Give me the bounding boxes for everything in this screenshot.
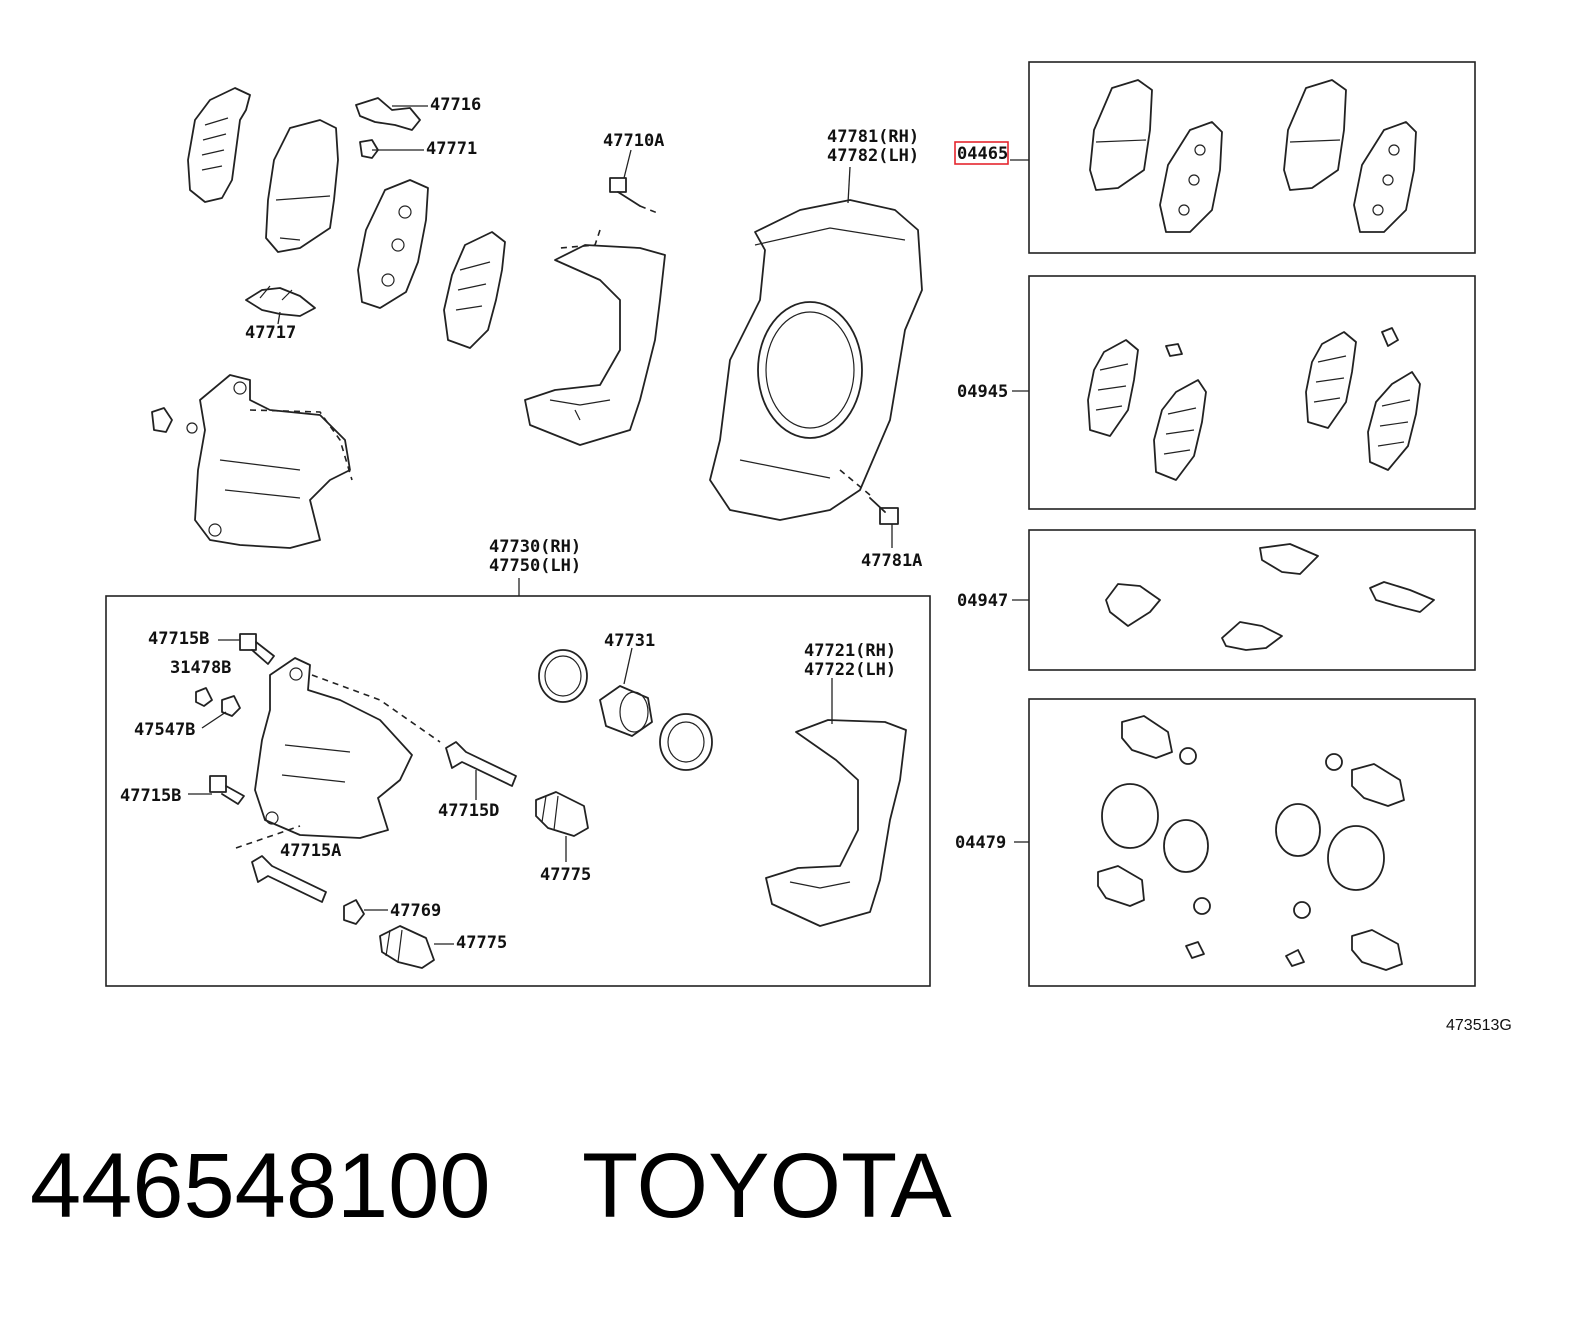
label-47769: 47769 bbox=[390, 901, 441, 921]
kit-bushing-2 bbox=[1193, 897, 1211, 915]
kit-bushing-1 bbox=[1179, 747, 1197, 765]
brake-pad-inner bbox=[357, 179, 429, 309]
label-47715B-bottom: 47715B bbox=[120, 786, 181, 806]
bolt-47710A bbox=[609, 149, 641, 207]
boot-47775-mid bbox=[535, 791, 589, 862]
label-47775-bottom: 47775 bbox=[456, 933, 507, 953]
caliper-bleeder-cap bbox=[151, 407, 198, 434]
label-47750-lh: 47750(LH) bbox=[489, 556, 581, 576]
label-47710A: 47710A bbox=[603, 131, 664, 151]
label-47771: 47771 bbox=[426, 139, 477, 159]
caliper-body-lower bbox=[254, 657, 441, 839]
kit-shim-1 bbox=[1087, 339, 1139, 437]
kit-clip-2 bbox=[1381, 327, 1399, 347]
kit-label-04479: 04479 bbox=[955, 833, 1006, 853]
caliper-assembly-box bbox=[105, 595, 931, 987]
anti-squeal-shim-left bbox=[187, 87, 251, 203]
kit-boot-2 bbox=[1097, 865, 1145, 907]
kit-shim-2 bbox=[1153, 379, 1207, 481]
boot-47775-bottom bbox=[379, 925, 454, 969]
anti-squeal-shim-47716 bbox=[355, 97, 421, 131]
kit-clip-c bbox=[1369, 581, 1435, 613]
kit-clip-a bbox=[1259, 543, 1319, 575]
kit-pad-outer-left bbox=[1089, 79, 1153, 191]
caliper-mounting-bracket-lower bbox=[765, 678, 907, 927]
kit-box-shims bbox=[1028, 275, 1476, 510]
kit-box-seals bbox=[1028, 698, 1476, 987]
kit-piston-boot-2 bbox=[1327, 825, 1385, 891]
caption-part-number: 446548100 bbox=[30, 1135, 491, 1237]
kit-pad-inner-left bbox=[1159, 121, 1223, 233]
kit-piston-boot-1 bbox=[1101, 783, 1159, 849]
kit-box-brake-pads bbox=[1028, 61, 1476, 254]
label-47781A: 47781A bbox=[861, 551, 922, 571]
kit-label-04465: 04465 bbox=[957, 144, 1008, 164]
kit-clip-b bbox=[1105, 583, 1161, 627]
piston-seal-47731 bbox=[538, 647, 633, 703]
guide-pin-47715A bbox=[235, 825, 327, 903]
clip-47771 bbox=[359, 139, 379, 159]
label-47715B-top: 47715B bbox=[148, 629, 209, 649]
label-47782-lh: 47782(LH) bbox=[827, 146, 919, 166]
caliper-mounting-bracket-upper bbox=[524, 244, 666, 446]
caliper-piston bbox=[599, 685, 653, 737]
bolt-47715B-top bbox=[218, 633, 275, 665]
caliper-body-upper bbox=[194, 374, 353, 549]
cap-31478B bbox=[195, 687, 213, 707]
highlight-box-04465 bbox=[954, 141, 1009, 165]
label-47731: 47731 bbox=[604, 631, 655, 651]
kit-clip-d bbox=[1221, 621, 1283, 651]
kit-bushing-4 bbox=[1293, 901, 1311, 919]
kit-pad-outer-right bbox=[1283, 79, 1347, 191]
kit-clip-e bbox=[1185, 941, 1205, 959]
kit-clip-f bbox=[1285, 949, 1305, 967]
brake-pad-outer bbox=[265, 119, 339, 253]
leader-line bbox=[277, 311, 281, 325]
kit-shim-3 bbox=[1305, 331, 1357, 429]
anti-squeal-shim-47717 bbox=[245, 285, 316, 317]
label-47716: 47716 bbox=[430, 95, 481, 115]
label-31478B: 31478B bbox=[170, 658, 231, 678]
label-47715A: 47715A bbox=[280, 841, 341, 861]
guide-pin-47715D bbox=[445, 741, 517, 800]
disc-dust-cover bbox=[709, 166, 923, 521]
bleeder-plug-47547B bbox=[201, 695, 241, 729]
kit-bushing-3 bbox=[1325, 753, 1343, 771]
kit-seal-1 bbox=[1163, 819, 1209, 873]
illustration-id: 473513G bbox=[1446, 1017, 1512, 1034]
kit-label-04945: 04945 bbox=[957, 382, 1008, 402]
bolt-47715B-bottom bbox=[188, 775, 245, 805]
label-47730-rh: 47730(RH) bbox=[489, 537, 581, 557]
kit-seal-2 bbox=[1275, 803, 1321, 857]
kit-clip-1 bbox=[1165, 343, 1183, 357]
kit-boot-3 bbox=[1351, 763, 1405, 807]
label-47717: 47717 bbox=[245, 323, 296, 343]
label-47722-lh: 47722(LH) bbox=[804, 660, 896, 680]
kit-boot-4 bbox=[1351, 929, 1403, 971]
kit-pad-inner-right bbox=[1353, 121, 1417, 233]
assembly-dashed-line bbox=[559, 205, 661, 249]
piston-boot bbox=[659, 713, 713, 771]
label-47775-mid: 47775 bbox=[540, 865, 591, 885]
kit-label-04947: 04947 bbox=[957, 591, 1008, 611]
label-47547B: 47547B bbox=[134, 720, 195, 740]
bolt-47781A bbox=[839, 469, 899, 548]
bushing-47769 bbox=[343, 899, 388, 925]
label-47721-rh: 47721(RH) bbox=[804, 641, 896, 661]
label-47715D: 47715D bbox=[438, 801, 499, 821]
kit-shim-4 bbox=[1367, 371, 1421, 471]
anti-squeal-shim-right bbox=[443, 231, 506, 349]
caption-brand: TOYOTA bbox=[582, 1135, 952, 1237]
kit-boot-1 bbox=[1121, 715, 1173, 759]
label-47781-rh: 47781(RH) bbox=[827, 127, 919, 147]
